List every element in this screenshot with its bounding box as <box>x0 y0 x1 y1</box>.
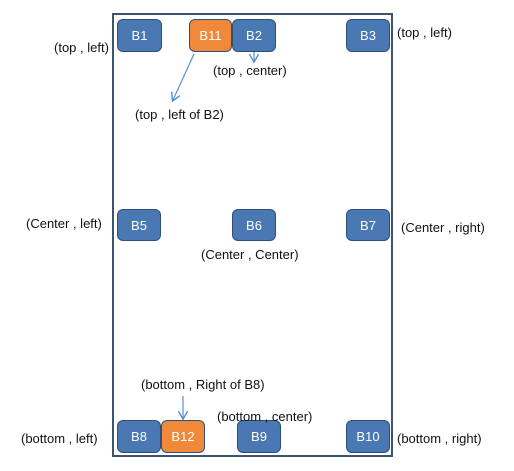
label-center-center: (Center , Center) <box>201 247 299 262</box>
label-bottom-right-of-b8: (bottom , Right of B8) <box>141 377 265 392</box>
label-bottom-right: (bottom , right) <box>397 431 482 446</box>
b5-button[interactable]: B5 <box>117 209 161 241</box>
b11-button[interactable]: B11 <box>189 19 232 52</box>
b2-button[interactable]: B2 <box>232 19 276 52</box>
b6-button[interactable]: B6 <box>232 209 276 241</box>
label-top-left-of-b2: (top , left of B2) <box>135 107 224 122</box>
label-top-center: (top , center) <box>213 63 287 78</box>
b9-button[interactable]: B9 <box>237 420 281 453</box>
b7-button[interactable]: B7 <box>346 209 390 241</box>
label-top-left-b1: (top , left) <box>54 40 109 55</box>
label-top-left-b3: (top , left) <box>397 25 452 40</box>
arrow-to-top-left-of-b2 <box>173 53 195 100</box>
b1-button[interactable]: B1 <box>117 19 162 52</box>
label-center-right: (Center , right) <box>401 220 485 235</box>
label-bottom-left: (bottom , left) <box>21 431 98 446</box>
b10-button[interactable]: B10 <box>346 420 390 453</box>
label-bottom-center: (bottom , center) <box>217 409 313 424</box>
b12-button[interactable]: B12 <box>161 420 205 453</box>
b3-button[interactable]: B3 <box>346 19 390 52</box>
layout-container <box>112 13 393 457</box>
b8-button[interactable]: B8 <box>117 420 161 453</box>
label-center-left: (Center , left) <box>26 216 102 231</box>
